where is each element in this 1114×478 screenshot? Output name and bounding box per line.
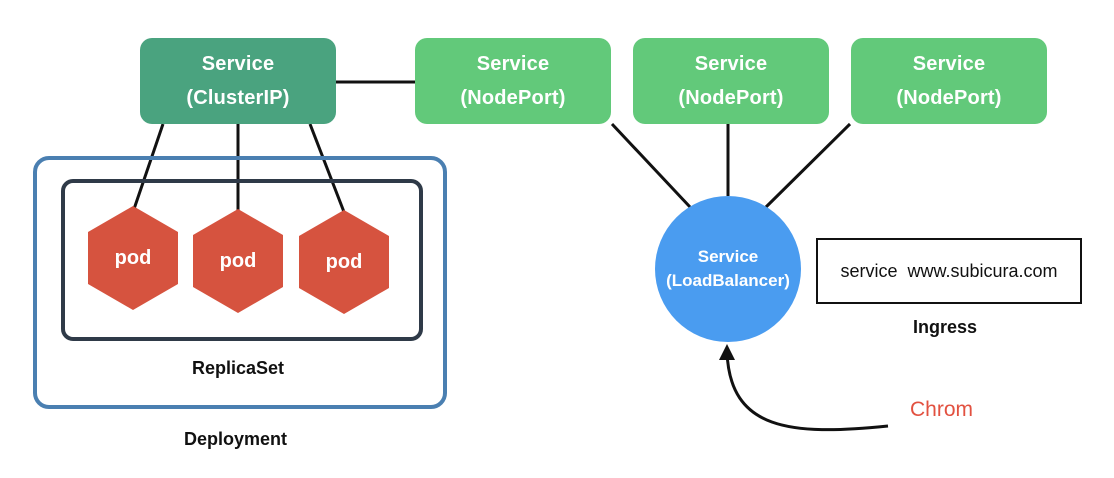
service-clusterip-type: (ClusterIP) [186, 87, 290, 109]
pod-label: pod [219, 249, 257, 272]
service-nodeport-type: (NodePort) [896, 87, 1002, 109]
ingress-label: Ingress [913, 317, 978, 337]
service-clusterip-title: Service [201, 53, 275, 75]
service-clusterip: Service (ClusterIP) [140, 38, 336, 124]
ingress-rule-text: service www.subicura.com [840, 260, 1058, 281]
nodeport1-to-lb-line [610, 122, 692, 209]
replicaset-label: ReplicaSet [192, 358, 285, 378]
service-nodeport-title: Service [476, 53, 550, 75]
service-loadbalancer-type: (LoadBalancer) [666, 271, 790, 290]
clusterip-to-pod3-line [308, 123, 346, 213]
service-nodeport-1: Service (NodePort) [415, 38, 611, 124]
arrowhead-icon [719, 344, 735, 360]
service-nodeport-type: (NodePort) [678, 87, 784, 109]
pod-label: pod [114, 246, 152, 269]
service-nodeport-title: Service [912, 53, 986, 75]
nodeport3-to-lb-line [764, 122, 852, 209]
service-nodeport-type: (NodePort) [460, 87, 566, 109]
client-label: Chrom [910, 398, 974, 421]
pod-label: pod [325, 250, 363, 273]
service-nodeport-title: Service [694, 53, 768, 75]
service-nodeport-2: Service (NodePort) [633, 38, 829, 124]
deployment-label: Deployment [184, 429, 288, 449]
clusterip-to-pod1-line [131, 123, 165, 213]
deployment-box [33, 156, 447, 409]
service-loadbalancer: Service (LoadBalancer) [655, 196, 801, 342]
replicaset-box [61, 179, 423, 341]
service-loadbalancer-title: Service [697, 247, 759, 266]
client-to-lb-arrow [725, 351, 889, 432]
ingress-rule-box: service www.subicura.com [816, 238, 1082, 304]
service-nodeport-3: Service (NodePort) [851, 38, 1047, 124]
